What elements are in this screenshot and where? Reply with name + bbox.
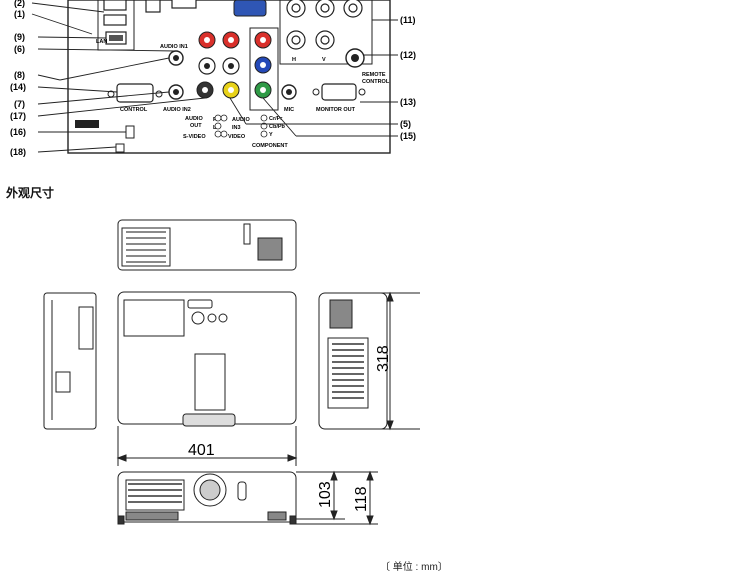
unit-note: 〔 单位 : mm〕 [380,562,448,573]
section-title: 外观尺寸 [6,186,55,200]
callout-label: (13) [400,97,416,107]
depth-value: 318 [375,345,392,372]
video-label: VIDEO [228,134,246,140]
v-label: V [322,57,326,63]
h-label: H [292,57,296,63]
callout-label: (1) [14,9,25,19]
height-total-value: 118 [353,486,370,512]
usb-port [103,0,127,11]
rca-yellow [222,81,240,99]
rca-red-pair [198,31,240,49]
callout-label: (17) [10,111,26,121]
usb-b-port [145,0,161,13]
panel-frame [67,0,391,154]
callout-label: (5) [400,119,411,129]
vga-in-port [233,0,267,17]
audio-in1-label: AUDIO IN1 [160,44,188,50]
cbpb-label: Cb/Pb [269,124,286,130]
top-view [117,219,297,271]
height-body-value: 103 [317,481,334,508]
component-bay [249,27,279,111]
callout-label: (8) [14,70,25,80]
callout-label: (7) [14,99,25,109]
control-label: CONTROL [120,107,148,113]
security-bar [75,120,99,128]
security-slot [125,125,135,139]
callout-label: (9) [14,32,25,42]
right-side-view [318,292,388,430]
usb-port [103,14,127,26]
kensington-lock [115,143,125,153]
component-ports [254,31,272,99]
bnc-ports [286,0,363,50]
width-value: 401 [188,442,215,459]
callout-label: (6) [14,44,25,54]
callout-label: (16) [10,127,26,137]
width-dimension [116,426,298,466]
l-label: L [213,125,217,131]
callout-label: (15) [400,131,416,141]
crpr-label: Cr/Pr [269,116,283,122]
hdmi-port [171,0,197,9]
callout-label: (12) [400,50,416,60]
plan-view [117,291,297,427]
control-port [116,83,154,103]
callout-label: (14) [10,82,26,92]
callout-label: (11) [400,15,416,25]
height-dimensions [296,470,378,526]
mic-label: MIC [284,107,294,113]
lan-label: LAN [96,39,107,45]
monitor-out-label: MONITOR OUT [316,107,356,113]
r-label: R [213,117,217,123]
callout-label: (2) [14,0,25,8]
rca-white-pair [198,57,240,75]
depth-dimension [340,291,420,431]
left-side-view [43,292,97,430]
audio-in2-label: AUDIO IN2 [163,107,191,113]
callout-label: (18) [10,147,26,157]
monitor-out-port [321,83,357,101]
front-view [117,471,297,525]
dimension-drawings: 401 318 [43,219,420,526]
svideo-label: S-VIDEO [183,134,206,140]
component-label: COMPONENT [252,143,288,149]
bnc-bay [279,0,373,65]
y-label: Y [269,132,273,138]
